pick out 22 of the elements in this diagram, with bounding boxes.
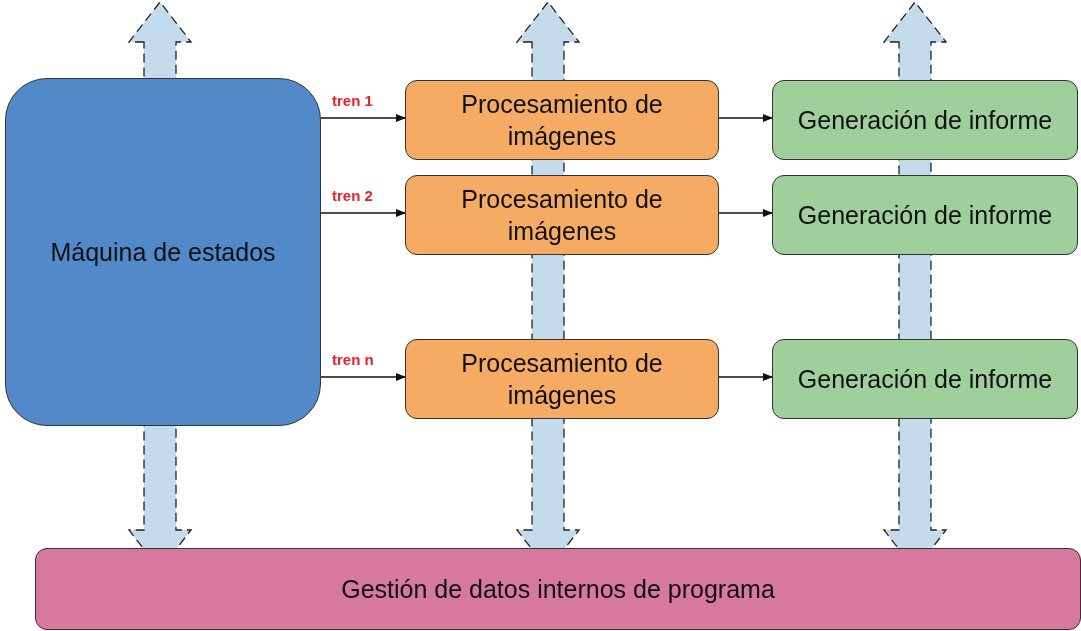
node-label: Gestión de datos internos de programa bbox=[340, 573, 776, 605]
process-box bbox=[772, 80, 1078, 160]
node-label: Procesamiento de imágenes bbox=[460, 183, 664, 247]
node-label: Generación de informe bbox=[796, 199, 1054, 231]
arrow bbox=[320, 373, 406, 381]
arrow bbox=[718, 114, 773, 122]
data-management-band bbox=[35, 548, 1081, 630]
arrow bbox=[718, 373, 773, 381]
arrow bbox=[320, 114, 406, 122]
state-machine-box bbox=[5, 78, 321, 426]
node-label: Generación de informe bbox=[796, 104, 1054, 136]
process-box bbox=[405, 175, 719, 255]
arrow bbox=[718, 209, 773, 217]
node-label: Procesamiento de imágenes bbox=[460, 347, 664, 411]
process-box bbox=[772, 339, 1078, 419]
process-box bbox=[772, 175, 1078, 255]
node-label: Procesamiento de imágenes bbox=[460, 88, 664, 152]
process-box bbox=[405, 339, 719, 419]
node-label: Máquina de estados bbox=[49, 236, 277, 268]
node-label: Generación de informe bbox=[796, 363, 1054, 395]
process-box bbox=[405, 80, 719, 160]
arrow bbox=[320, 209, 406, 217]
